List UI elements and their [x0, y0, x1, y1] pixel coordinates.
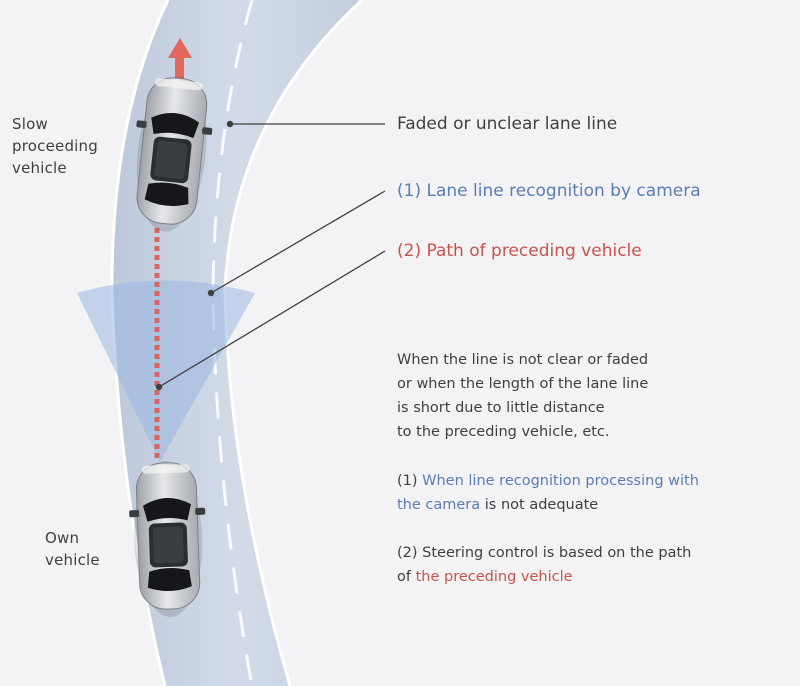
item-1-suffix: is not adequate: [480, 497, 599, 513]
item-1-highlight-a: When line recognition processing with: [422, 473, 699, 489]
item-2-line-2: of the preceding vehicle: [397, 565, 691, 589]
slow-label-line-2: proceeding: [12, 137, 98, 155]
callout-camera-recognition: (1) Lane line recognition by camera: [397, 181, 701, 201]
item-2-prefix: of: [397, 569, 416, 585]
own-vehicle-label: Own vehicle: [45, 527, 100, 571]
item-1-line-1: (1) When line recognition processing wit…: [397, 469, 699, 493]
condition-line-3: is short due to little distance: [397, 400, 605, 416]
leader-dots: [155, 120, 234, 391]
callout-faded-lane: Faded or unclear lane line: [397, 114, 618, 134]
callout-preceding-path: (2) Path of preceding vehicle: [397, 241, 642, 261]
condition-note: When the line is not clear or faded or w…: [397, 348, 648, 444]
lane-line-faded: [211, 0, 254, 686]
item-1-line-2: the camera is not adequate: [397, 493, 699, 517]
own-label-line-2: vehicle: [45, 551, 100, 569]
condition-line-1: When the line is not clear or faded: [397, 352, 649, 368]
condition-line-2: or when the length of the lane line: [397, 376, 649, 392]
own-label-line-1: Own: [45, 529, 80, 547]
condition-line-4: to the preceding vehicle, etc.: [397, 424, 610, 440]
item-2-highlight: the preceding vehicle: [415, 569, 573, 585]
item-2-line-1: (2) Steering control is based on the pat…: [397, 545, 692, 561]
leader-lines: [158, 123, 386, 388]
slow-label-line-3: vehicle: [12, 159, 67, 177]
slow-label-line-1: Slow: [12, 115, 48, 133]
item-1-highlight-b: the camera: [397, 497, 481, 513]
camera-fov-cone: [77, 280, 255, 462]
item-2-note: (2) Steering control is based on the pat…: [397, 541, 691, 589]
item-1-note: (1) When line recognition processing wit…: [397, 469, 699, 517]
slow-vehicle-label: Slow proceeding vehicle: [12, 113, 98, 179]
item-1-prefix: (1): [397, 473, 423, 489]
direction-arrow: [168, 38, 192, 80]
